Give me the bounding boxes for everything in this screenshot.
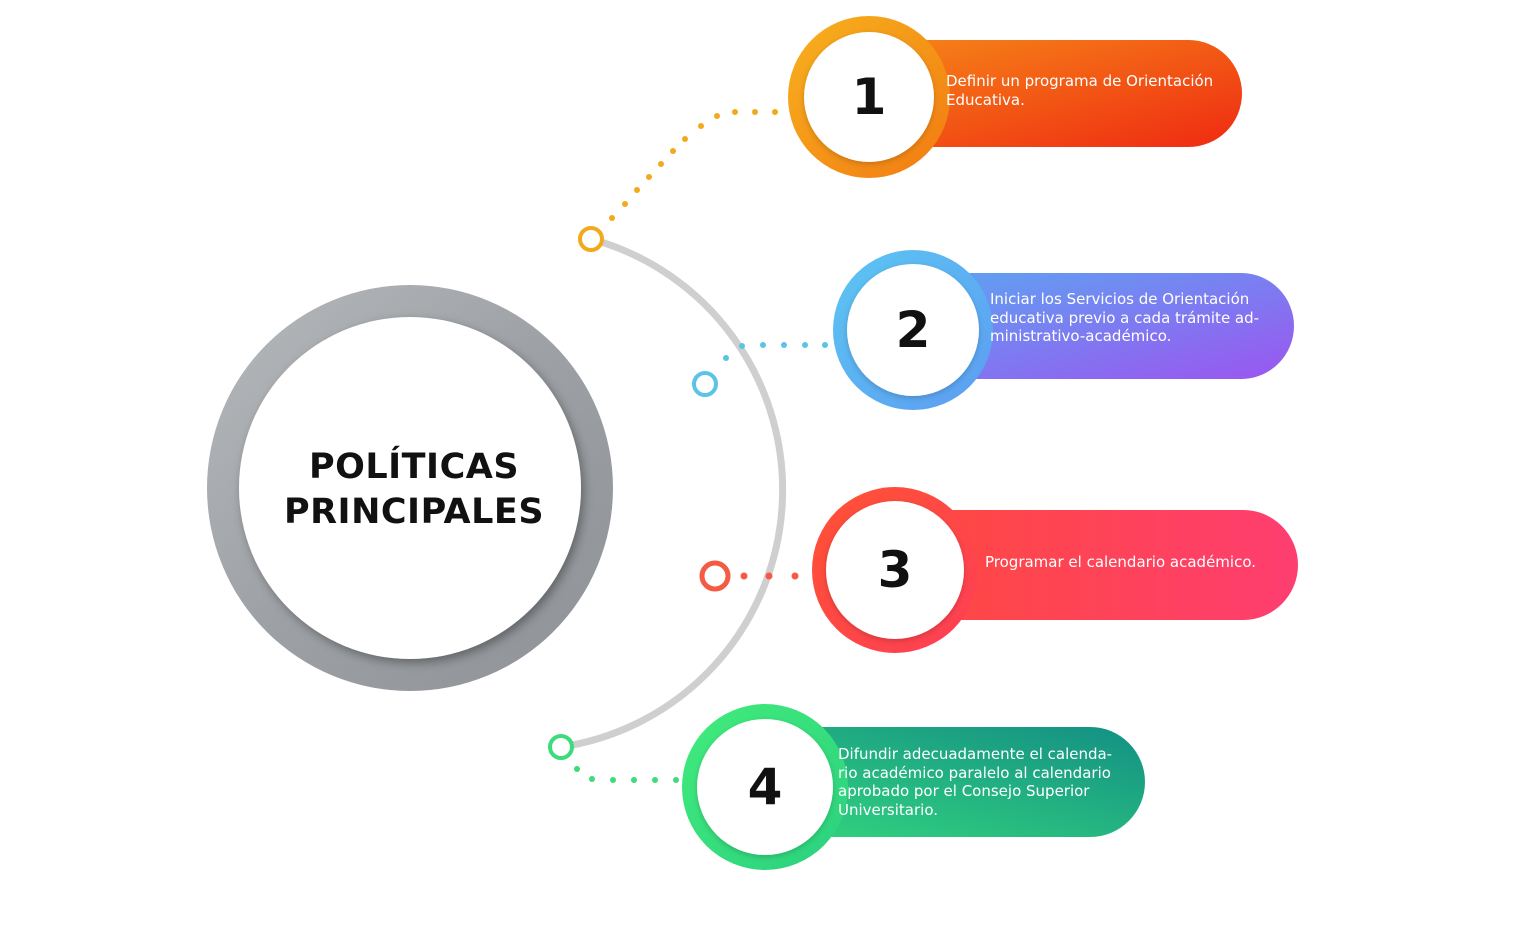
center-title-line-1: POLÍTICAS [308,447,520,487]
step-2-shape [833,250,1294,410]
node-marker-3 [699,560,731,592]
center-ring [207,285,613,691]
node-marker-4 [548,734,574,760]
step-1-number: 1 [851,68,887,126]
dotted-connector-4 [574,766,679,783]
step-2-text: Iniciar los Servicios de Orientación edu… [990,290,1260,345]
step-2-number: 2 [895,301,931,359]
step-1-text: Definir un programa de Orientación Educa… [946,72,1214,109]
step-3-shape [812,487,1298,653]
node-marker-2 [692,371,718,397]
step-4-number: 4 [747,758,783,816]
step-3-number: 3 [877,541,913,599]
connector-arc [557,235,787,751]
dotted-connector-2 [723,342,828,361]
dotted-connector-1 [609,109,778,221]
step-4-shape [682,704,1145,870]
node-marker-1 [578,226,604,252]
step-3-text: Programar el calendario académico. [985,553,1257,571]
dotted-connector-3 [740,572,799,580]
step-4-text: Difundir adecuadamente el calenda- rio a… [838,745,1113,819]
center-title-line-2: PRINCIPALES [283,492,545,532]
step-1-shape [788,16,1242,178]
center-title: POLÍTICAS PRINCIPALES [240,445,588,535]
